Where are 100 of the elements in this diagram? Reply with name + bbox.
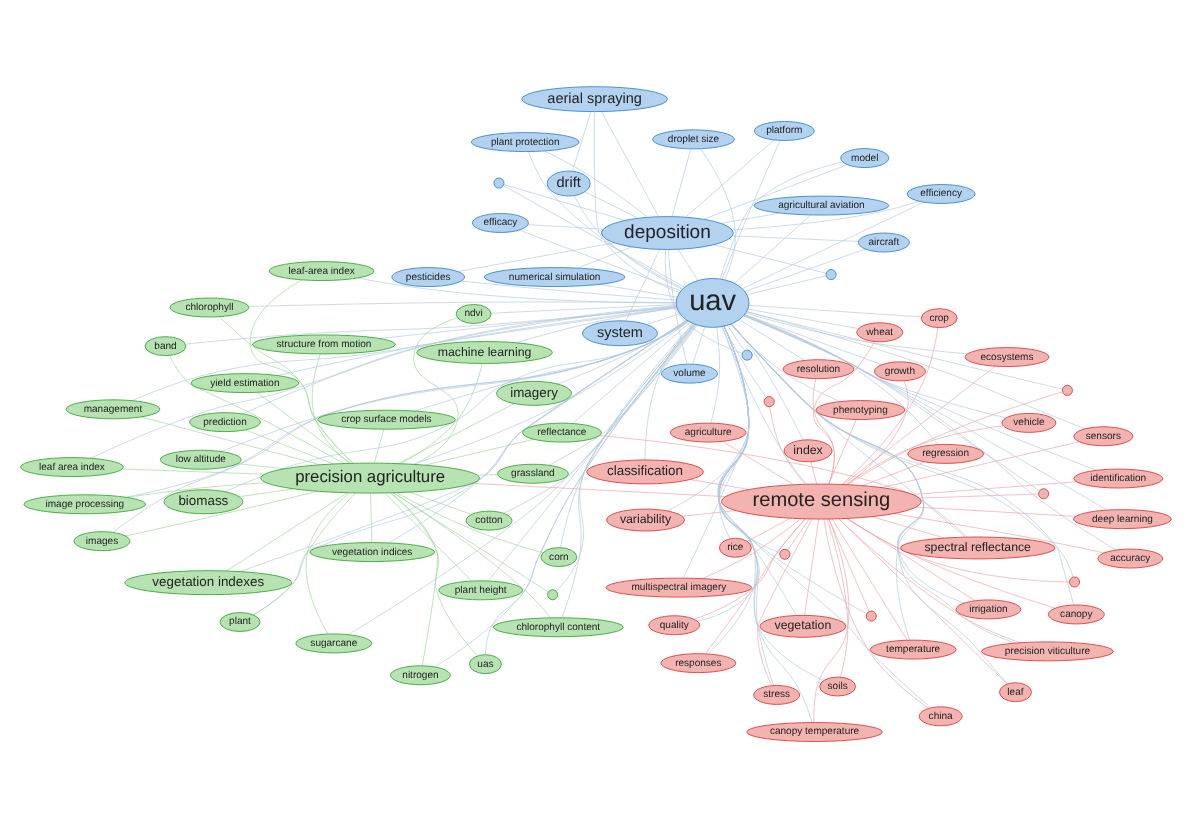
connector [572, 111, 591, 172]
connector [374, 429, 385, 464]
node-circle [493, 177, 505, 189]
connector [739, 319, 805, 361]
connector [472, 483, 726, 497]
connector [692, 326, 706, 365]
connector [516, 307, 677, 343]
connector [721, 326, 807, 485]
connector [503, 185, 685, 288]
node-circle [763, 396, 775, 408]
connector [730, 324, 841, 402]
connector [664, 249, 743, 354]
connector [823, 518, 929, 709]
connector [122, 468, 265, 475]
connector [219, 316, 354, 464]
connector [257, 392, 351, 464]
connector [141, 416, 321, 465]
connector [225, 492, 348, 572]
node-ellipse: uav [675, 278, 750, 328]
connector [915, 506, 1076, 517]
connector [409, 491, 472, 515]
connector [503, 184, 625, 221]
connector [847, 518, 976, 601]
connector [727, 325, 745, 351]
connector [488, 324, 696, 582]
connector [744, 248, 866, 292]
connector [828, 419, 857, 485]
node-circle [825, 269, 837, 281]
connector [625, 249, 660, 321]
connector [599, 284, 678, 298]
connector [871, 516, 945, 539]
connector [250, 279, 354, 464]
connector [757, 518, 813, 686]
connector [746, 275, 827, 295]
connector [393, 492, 549, 593]
node-ellipse: precision agriculture [260, 462, 480, 494]
connector [731, 235, 859, 242]
connector [744, 314, 939, 445]
connector [503, 324, 696, 514]
connector [237, 463, 285, 470]
connector [845, 425, 1004, 485]
connector [671, 148, 692, 217]
connector [748, 305, 922, 318]
connector [812, 378, 835, 485]
connector [722, 441, 794, 485]
connector [305, 492, 350, 635]
connector [744, 314, 1117, 551]
connector [131, 307, 677, 401]
connector [518, 229, 681, 292]
connector [485, 324, 695, 655]
connector [593, 111, 680, 293]
connector [169, 355, 345, 464]
connector [732, 200, 920, 231]
connector [719, 325, 749, 539]
connector [577, 246, 632, 269]
connector [813, 518, 850, 723]
connector [769, 406, 806, 485]
connector [348, 324, 697, 635]
connector [668, 249, 688, 365]
connector [477, 474, 498, 476]
connector [389, 492, 478, 656]
connector [370, 492, 373, 543]
connector [681, 510, 736, 517]
connector [828, 518, 870, 612]
node-circle [1069, 576, 1080, 588]
connector [245, 429, 334, 465]
connector [747, 308, 859, 329]
connector [548, 324, 698, 466]
connector [787, 518, 810, 551]
connector [847, 391, 1063, 485]
connector [527, 224, 604, 230]
node-circle [1038, 488, 1050, 500]
connector [804, 518, 820, 616]
connector [677, 249, 699, 281]
connector [744, 314, 1040, 492]
connector [813, 341, 875, 485]
connector [311, 353, 350, 464]
connector [357, 277, 677, 304]
connector [424, 439, 534, 466]
connector [646, 313, 680, 325]
connector [461, 280, 677, 301]
connector [918, 493, 1039, 499]
connector [390, 492, 438, 666]
connector [574, 195, 683, 290]
connector [710, 327, 720, 424]
node-circle [741, 349, 753, 361]
node-circle [865, 610, 877, 622]
connector [831, 518, 908, 641]
connector [810, 461, 818, 485]
connector [700, 148, 736, 280]
connector [393, 492, 551, 618]
connector [708, 325, 758, 654]
connector [742, 202, 924, 289]
connector [745, 312, 968, 355]
connector [601, 111, 659, 217]
connector [398, 403, 515, 464]
connector [746, 311, 1063, 390]
connector [743, 315, 1108, 511]
connector [713, 244, 827, 274]
connector [746, 311, 1086, 430]
